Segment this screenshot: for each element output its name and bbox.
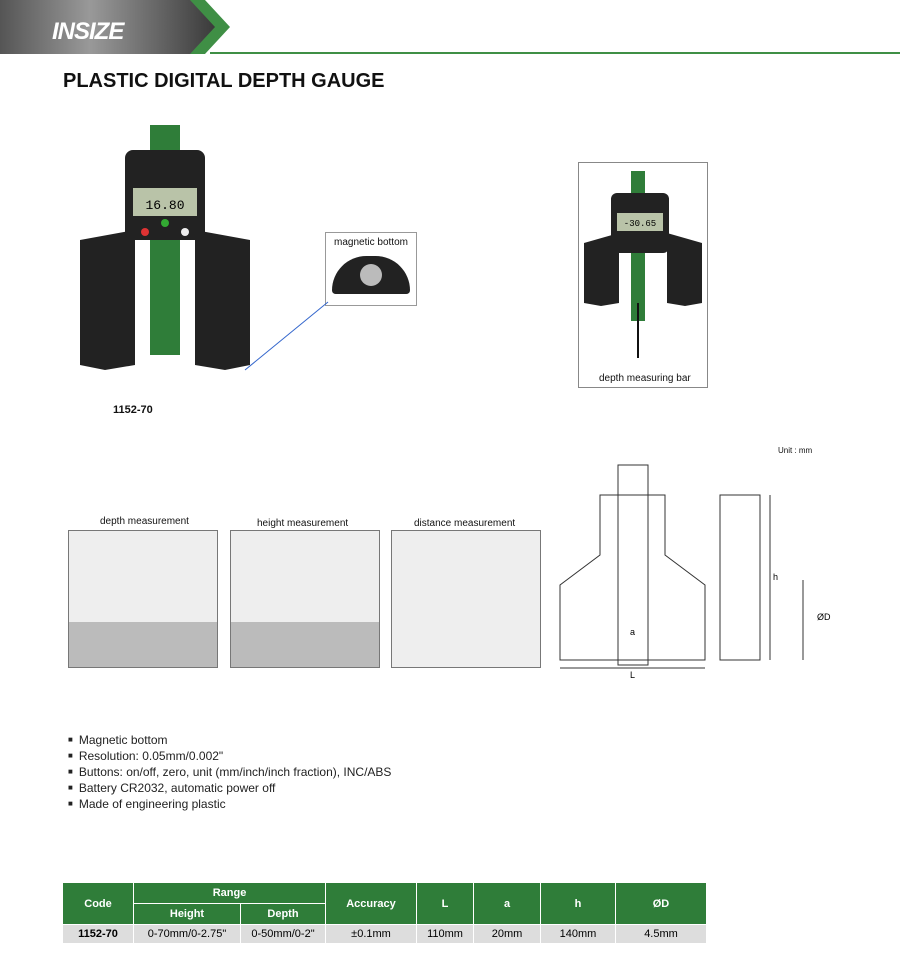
- feature-item: Made of engineering plastic: [68, 796, 391, 812]
- feature-list: Magnetic bottom Resolution: 0.05mm/0.002…: [68, 732, 392, 812]
- magnetic-callout: magnetic bottom: [325, 232, 417, 306]
- th-code: Code: [62, 882, 134, 925]
- cell-accuracy: ±0.1mm: [325, 924, 417, 944]
- panel-label-distance: distance measurement: [414, 518, 516, 529]
- panel-depth: [68, 530, 218, 668]
- table-row: 1152-70 0-70mm/0-2.75" 0-50mm/0-2" ±0.1m…: [62, 924, 707, 944]
- dimension-drawing: L a h ØD: [559, 464, 831, 680]
- panel-label-height: height measurement: [257, 518, 349, 529]
- panel-distance: [391, 530, 541, 668]
- feature-item: Buttons: on/off, zero, unit (mm/inch/inc…: [68, 764, 392, 780]
- th-L: L: [416, 882, 474, 925]
- svg-text:16.80: 16.80: [145, 198, 184, 213]
- callout-line: [244, 301, 329, 371]
- cell-a: 20mm: [473, 924, 541, 944]
- spec-table: Code Range Accuracy L a h ØD Height Dept…: [62, 882, 707, 944]
- th-D: ØD: [615, 882, 707, 925]
- page-title: PLASTIC DIGITAL DEPTH GAUGE: [63, 70, 385, 92]
- th-depth: Depth: [240, 903, 326, 925]
- bar-label: depth measuring bar: [599, 373, 691, 384]
- th-accuracy: Accuracy: [325, 882, 417, 925]
- cell-depth: 0-50mm/0-2": [240, 924, 326, 944]
- cell-D: 4.5mm: [615, 924, 707, 944]
- svg-text:ØD: ØD: [817, 612, 831, 622]
- th-a: a: [473, 882, 541, 925]
- product-photo: 16.80: [80, 125, 250, 370]
- svg-text:-30.65: -30.65: [624, 219, 656, 229]
- cell-L: 110mm: [416, 924, 474, 944]
- cell-height: 0-70mm/0-2.75": [133, 924, 241, 944]
- panel-label-depth: depth measurement: [100, 516, 189, 527]
- svg-text:h: h: [773, 572, 778, 582]
- cell-h: 140mm: [540, 924, 616, 944]
- magnetic-label: magnetic bottom: [334, 237, 408, 248]
- product-code: 1152-70: [113, 404, 153, 416]
- th-height: Height: [133, 903, 241, 925]
- th-range: Range: [133, 882, 326, 904]
- svg-text:a: a: [630, 627, 635, 637]
- panel-height: [230, 530, 380, 668]
- inset-photo: -30.65 depth measuring bar: [578, 162, 708, 388]
- cell-code: 1152-70: [62, 924, 134, 944]
- feature-item: Resolution: 0.05mm/0.002": [68, 748, 391, 764]
- header-line: [210, 52, 900, 54]
- header-banner: [0, 0, 225, 54]
- feature-item: Battery CR2032, automatic power off: [68, 780, 391, 796]
- brand-logo: INSIZE: [52, 18, 124, 45]
- feature-item: Magnetic bottom: [68, 732, 391, 748]
- svg-text:L: L: [630, 670, 635, 680]
- th-h: h: [540, 882, 616, 925]
- unit-label: Unit : mm: [778, 446, 813, 455]
